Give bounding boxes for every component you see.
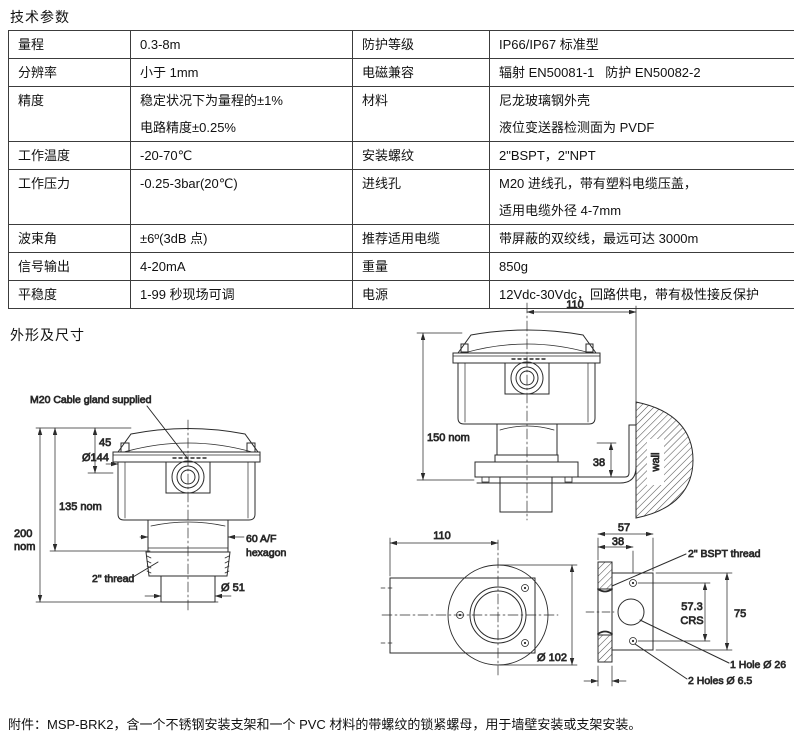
- spec-label: 进线孔: [352, 169, 490, 225]
- spec-value: 带屏蔽的双绞线，最远可达 3000m: [489, 224, 794, 253]
- hexagon-label: 60 A/F: [246, 533, 276, 545]
- dim-75-label: 75: [734, 608, 746, 620]
- dimension-drawings: M20 Cable gland supplied 45 Ø144 135 nom…: [14, 300, 787, 687]
- bracket-side-dimensions: 57 38 2" BSPT thread 57.3 CRS 75 1 Hole …: [583, 522, 787, 687]
- table-row: 分辨率 小于 1mm 电磁兼容 辐射 EN50081-1 防护 EN50082-…: [8, 58, 794, 87]
- dim-135-label: 135 nom: [59, 501, 102, 513]
- table-row: 工作温度 -20-70℃ 安装螺纹 2"BSPT，2"NPT: [8, 141, 794, 170]
- spec-value: 尼龙玻璃钢外壳 液位变送器检测面为 PVDF: [489, 86, 794, 142]
- spec-label: 安装螺纹: [352, 141, 490, 170]
- spec-label: 电源: [352, 280, 490, 309]
- spec-value: 稳定状况下为量程的±1% 电路精度±0.25%: [130, 86, 353, 142]
- section-title-dimensions: 外形及尺寸: [10, 327, 85, 343]
- page-title: 技术参数: [10, 9, 70, 25]
- spec-value: IP66/IP67 标准型: [489, 30, 794, 59]
- spec-label: 分辨率: [8, 58, 131, 87]
- front-view-dimensions: M20 Cable gland supplied 45 Ø144 135 nom…: [14, 394, 287, 603]
- front-view-drawing: [112, 419, 261, 613]
- crs-label: CRS: [680, 615, 703, 627]
- spec-label: 精度: [8, 86, 131, 142]
- table-row: 平稳度 1-99 秒现场可调 电源 12Vdc-30Vdc，回路供电，带有极性接…: [8, 280, 794, 309]
- spec-table: 量程 0.3-8m 防护等级 IP66/IP67 标准型 分辨率 小于 1mm …: [8, 30, 794, 309]
- bracket-side-drawing: [585, 561, 654, 663]
- accessory-note: 附件：MSP-BRK2，含一个不锈钢安装支架和一个 PVC 材料的带螺纹的锁紧螺…: [8, 717, 642, 732]
- spec-value: 1-99 秒现场可调: [130, 280, 353, 309]
- side-view-dimensions: 110 150 nom 38 wall: [416, 300, 662, 481]
- spec-value: 850g: [489, 252, 794, 281]
- dim-d144-label: Ø144: [82, 452, 109, 464]
- spec-value: -0.25-3bar(20℃): [130, 169, 353, 225]
- bspt-thread-label: 2" BSPT thread: [688, 548, 761, 560]
- spec-value: ±6º(3dB 点): [130, 224, 353, 253]
- spec-value: M20 进线孔，带有塑料电缆压盖， 适用电缆外径 4-7mm: [489, 169, 794, 225]
- spec-label: 重量: [352, 252, 490, 281]
- bracket-plan-drawing: [380, 539, 559, 676]
- spec-label: 工作温度: [8, 141, 131, 170]
- table-row: 波束角 ±6º(3dB 点) 推荐适用电缆 带屏蔽的双绞线，最远可达 3000m: [8, 224, 794, 253]
- dim-38-label: 38: [593, 457, 605, 469]
- spec-value: 12Vdc-30Vdc，回路供电，带有极性接反保护: [489, 280, 794, 309]
- table-row: 精度 稳定状况下为量程的±1% 电路精度±0.25% 材料 尼龙玻璃钢外壳 液位…: [8, 86, 794, 142]
- spec-label: 工作压力: [8, 169, 131, 225]
- dim-57-label: 57: [618, 522, 630, 534]
- holes-d65-label: 2 Holes Ø 6.5: [688, 675, 752, 687]
- spec-label: 量程: [8, 30, 131, 59]
- spec-value: -20-70℃: [130, 141, 353, 170]
- spec-value: 4-20mA: [130, 252, 353, 281]
- spec-value: 辐射 EN50081-1 防护 EN50082-2: [489, 58, 794, 87]
- spec-label: 电磁兼容: [352, 58, 490, 87]
- hexagon-label: hexagon: [246, 547, 286, 559]
- dim-200-label: 200: [14, 528, 32, 540]
- table-row: 量程 0.3-8m 防护等级 IP66/IP67 标准型: [8, 30, 794, 59]
- thread-label: 2" thread: [92, 573, 134, 585]
- dim-38-label: 38: [612, 536, 624, 548]
- table-row: 信号输出 4-20mA 重量 850g: [8, 252, 794, 281]
- dim-150-label: 150 nom: [427, 432, 470, 444]
- spec-label: 防护等级: [352, 30, 490, 59]
- cable-gland-label: M20 Cable gland supplied: [30, 394, 152, 406]
- spec-label: 平稳度: [8, 280, 131, 309]
- dim-110-label: 110: [433, 530, 451, 542]
- spec-value: 2"BSPT，2"NPT: [489, 141, 794, 170]
- dim-d102-label: Ø 102: [537, 652, 567, 664]
- table-row: 工作压力 -0.25-3bar(20℃) 进线孔 M20 进线孔，带有塑料电缆压…: [8, 169, 794, 225]
- spec-value: 0.3-8m: [130, 30, 353, 59]
- spec-label: 波束角: [8, 224, 131, 253]
- hole-d26-label: 1 Hole Ø 26: [730, 659, 786, 671]
- dim-200-label: nom: [14, 541, 35, 553]
- wall-label: wall: [650, 453, 662, 473]
- spec-label: 材料: [352, 86, 490, 142]
- dim-d51-label: Ø 51: [221, 582, 245, 594]
- bracket-plan-dimensions: 110 Ø 102: [389, 530, 578, 666]
- spec-label: 信号输出: [8, 252, 131, 281]
- side-view-drawing: [452, 302, 694, 521]
- spec-value: 小于 1mm: [130, 58, 353, 87]
- crs-label: 57.3: [681, 601, 702, 613]
- spec-label: 推荐适用电缆: [352, 224, 490, 253]
- dim-45-label: 45: [99, 437, 111, 449]
- dim-110-label: 110: [566, 300, 584, 311]
